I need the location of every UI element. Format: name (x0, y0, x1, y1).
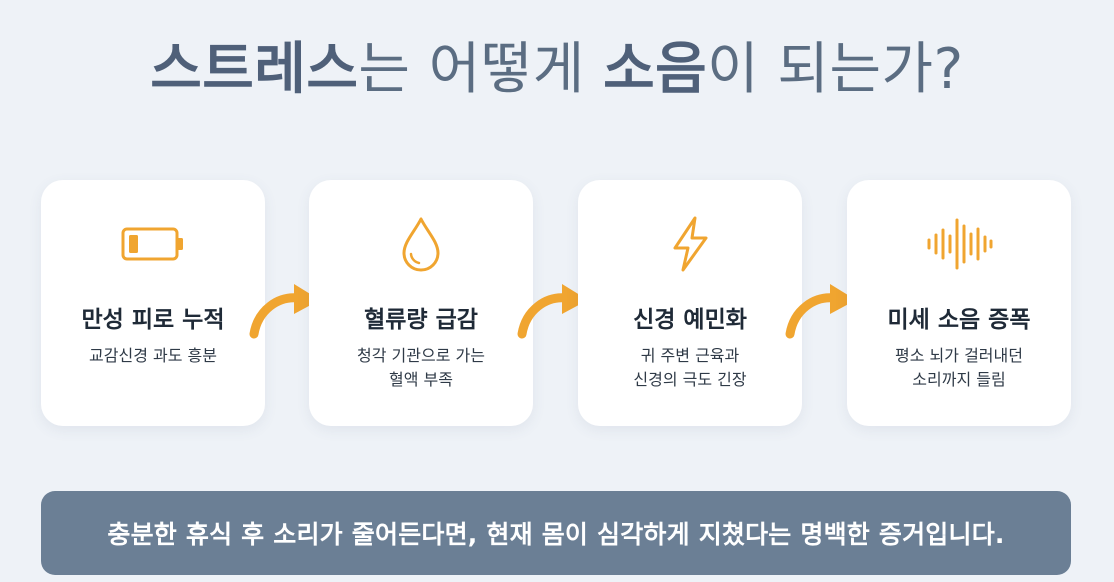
lightning-icon (578, 212, 802, 276)
step-description-line: 소리까지 들림 (912, 370, 1006, 389)
title-part-noise: 소음 (603, 37, 708, 102)
process-steps: 만성 피로 누적 교감신경 과도 흥분 혈류량 급감 청각 기관으로 가는 혈액… (41, 180, 1071, 426)
step-title: 만성 피로 누적 (81, 307, 225, 333)
step-description-line: 평소 뇌가 걸러내던 (895, 346, 1023, 365)
step-card-blood-flow: 혈류량 급감 청각 기관으로 가는 혈액 부족 (309, 180, 533, 426)
step-description: 귀 주변 근육과 신경의 극도 긴장 (592, 344, 788, 392)
step-card-fatigue: 만성 피로 누적 교감신경 과도 흥분 (41, 180, 265, 426)
curved-arrow-icon (517, 284, 588, 339)
step-card-noise: 미세 소음 증폭 평소 뇌가 걸러내던 소리까지 들림 (847, 180, 1071, 426)
step-title: 혈류량 급감 (364, 307, 478, 333)
curved-arrow-icon (785, 284, 856, 339)
curved-arrow-icon (249, 284, 320, 339)
step-description-line: 혈액 부족 (389, 370, 453, 389)
water-drop-icon (309, 212, 533, 276)
step-description-line: 청각 기관으로 가는 (357, 346, 485, 365)
step-description-line: 신경의 극도 긴장 (633, 370, 747, 389)
step-description: 평소 뇌가 걸러내던 소리까지 들림 (861, 344, 1057, 392)
title-part-stress: 스트레스 (150, 37, 359, 102)
battery-low-icon (41, 212, 265, 276)
step-description: 청각 기관으로 가는 혈액 부족 (323, 344, 519, 392)
banner-text: 충분한 휴식 후 소리가 줄어든다면, 현재 몸이 심각하게 지쳤다는 명백한 … (107, 520, 1005, 549)
title-part-how: 는 어떻게 (358, 37, 604, 102)
step-description: 교감신경 과도 흥분 (55, 344, 251, 368)
step-title: 미세 소음 증폭 (887, 307, 1031, 333)
step-description-line: 교감신경 과도 흥분 (89, 346, 217, 365)
page-title: 스트레스는 어떻게 소음이 되는가? (0, 37, 1114, 102)
step-description-line: 귀 주변 근육과 (640, 346, 740, 365)
title-part-become: 이 되는가? (707, 37, 964, 102)
step-title: 신경 예민화 (633, 307, 747, 333)
step-card-nerve: 신경 예민화 귀 주변 근육과 신경의 극도 긴장 (578, 180, 802, 426)
conclusion-banner: 충분한 휴식 후 소리가 줄어든다면, 현재 몸이 심각하게 지쳤다는 명백한 … (41, 491, 1071, 575)
sound-wave-icon (847, 212, 1071, 276)
